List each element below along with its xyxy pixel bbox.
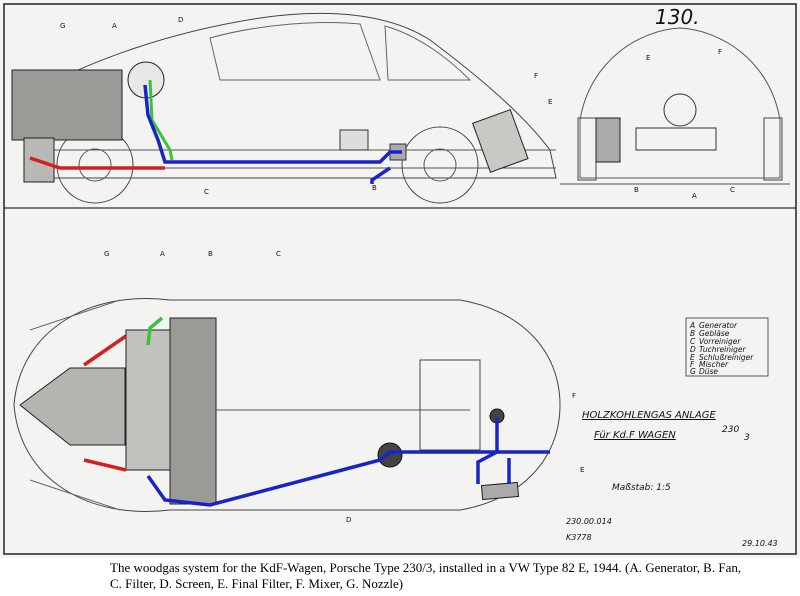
callout-label: F: [534, 72, 538, 80]
callout-label: B: [372, 184, 377, 192]
title-block: HOLZKOHLENGAS ANLAGE Für Kd.F WAGEN 230 …: [566, 410, 778, 548]
type-suffix: 3: [744, 433, 750, 443]
callout-label: A: [692, 192, 697, 200]
date-stamp: 29.10.43: [742, 539, 778, 548]
drawing-title: HOLZKOHLENGAS ANLAGE: [582, 410, 716, 421]
type-number: 230: [722, 425, 739, 435]
legend-text: Mischer: [699, 360, 729, 369]
legend: A Generator B Gebläse C Vorreiniger D Tu…: [685, 317, 769, 377]
drawing-subtitle: Für Kd.F WAGEN: [594, 430, 676, 441]
callout-label: C: [730, 186, 735, 194]
front-view-callouts: E F B A C: [634, 48, 735, 200]
legend-text: Düse: [699, 367, 718, 376]
callout-label: E: [548, 98, 552, 106]
callout-label: C: [276, 250, 281, 258]
legend-text: Generator: [699, 321, 738, 330]
legend-text: Tuchreiniger: [699, 345, 746, 354]
legend-key: E: [690, 353, 695, 362]
callout-label: A: [112, 22, 117, 30]
callout-label: G: [60, 22, 65, 30]
plan-view-callouts: G A B C F E D: [104, 250, 584, 524]
legend-key: F: [690, 360, 695, 369]
callout-label: D: [346, 516, 351, 524]
plan-view: [13, 298, 561, 512]
legend-key: A: [689, 321, 695, 330]
technical-drawing: 130. G A D F E C B E F B A C G A B C F E…: [0, 0, 800, 558]
drawing-number: 230.00.014: [566, 517, 612, 526]
callout-label: F: [572, 392, 576, 400]
side-view-callouts: G A D F E C B: [60, 16, 552, 196]
callout-label: B: [208, 250, 213, 258]
drawing-ref: K3778: [566, 533, 592, 542]
legend-text: Schlußreiniger: [699, 353, 754, 362]
legend-key: G: [690, 367, 696, 376]
sheet-number: 130.: [655, 5, 700, 29]
callout-label: A: [160, 250, 165, 258]
figure-caption: The woodgas system for the KdF-Wagen, Po…: [110, 560, 742, 591]
callout-label: E: [646, 54, 650, 62]
callout-label: D: [178, 16, 183, 24]
side-view: [11, 12, 557, 204]
front-view: [560, 27, 790, 185]
callout-label: F: [718, 48, 722, 56]
callout-label: B: [634, 186, 639, 194]
legend-key: B: [690, 329, 695, 338]
legend-text: Gebläse: [699, 329, 730, 338]
callout-label: C: [204, 188, 209, 196]
callout-label: G: [104, 250, 109, 258]
legend-text: Vorreiniger: [699, 337, 741, 346]
scale-label: Maßstab: 1:5: [612, 483, 671, 493]
callout-label: E: [580, 466, 584, 474]
legend-key: C: [690, 337, 696, 346]
legend-key: D: [690, 345, 696, 354]
